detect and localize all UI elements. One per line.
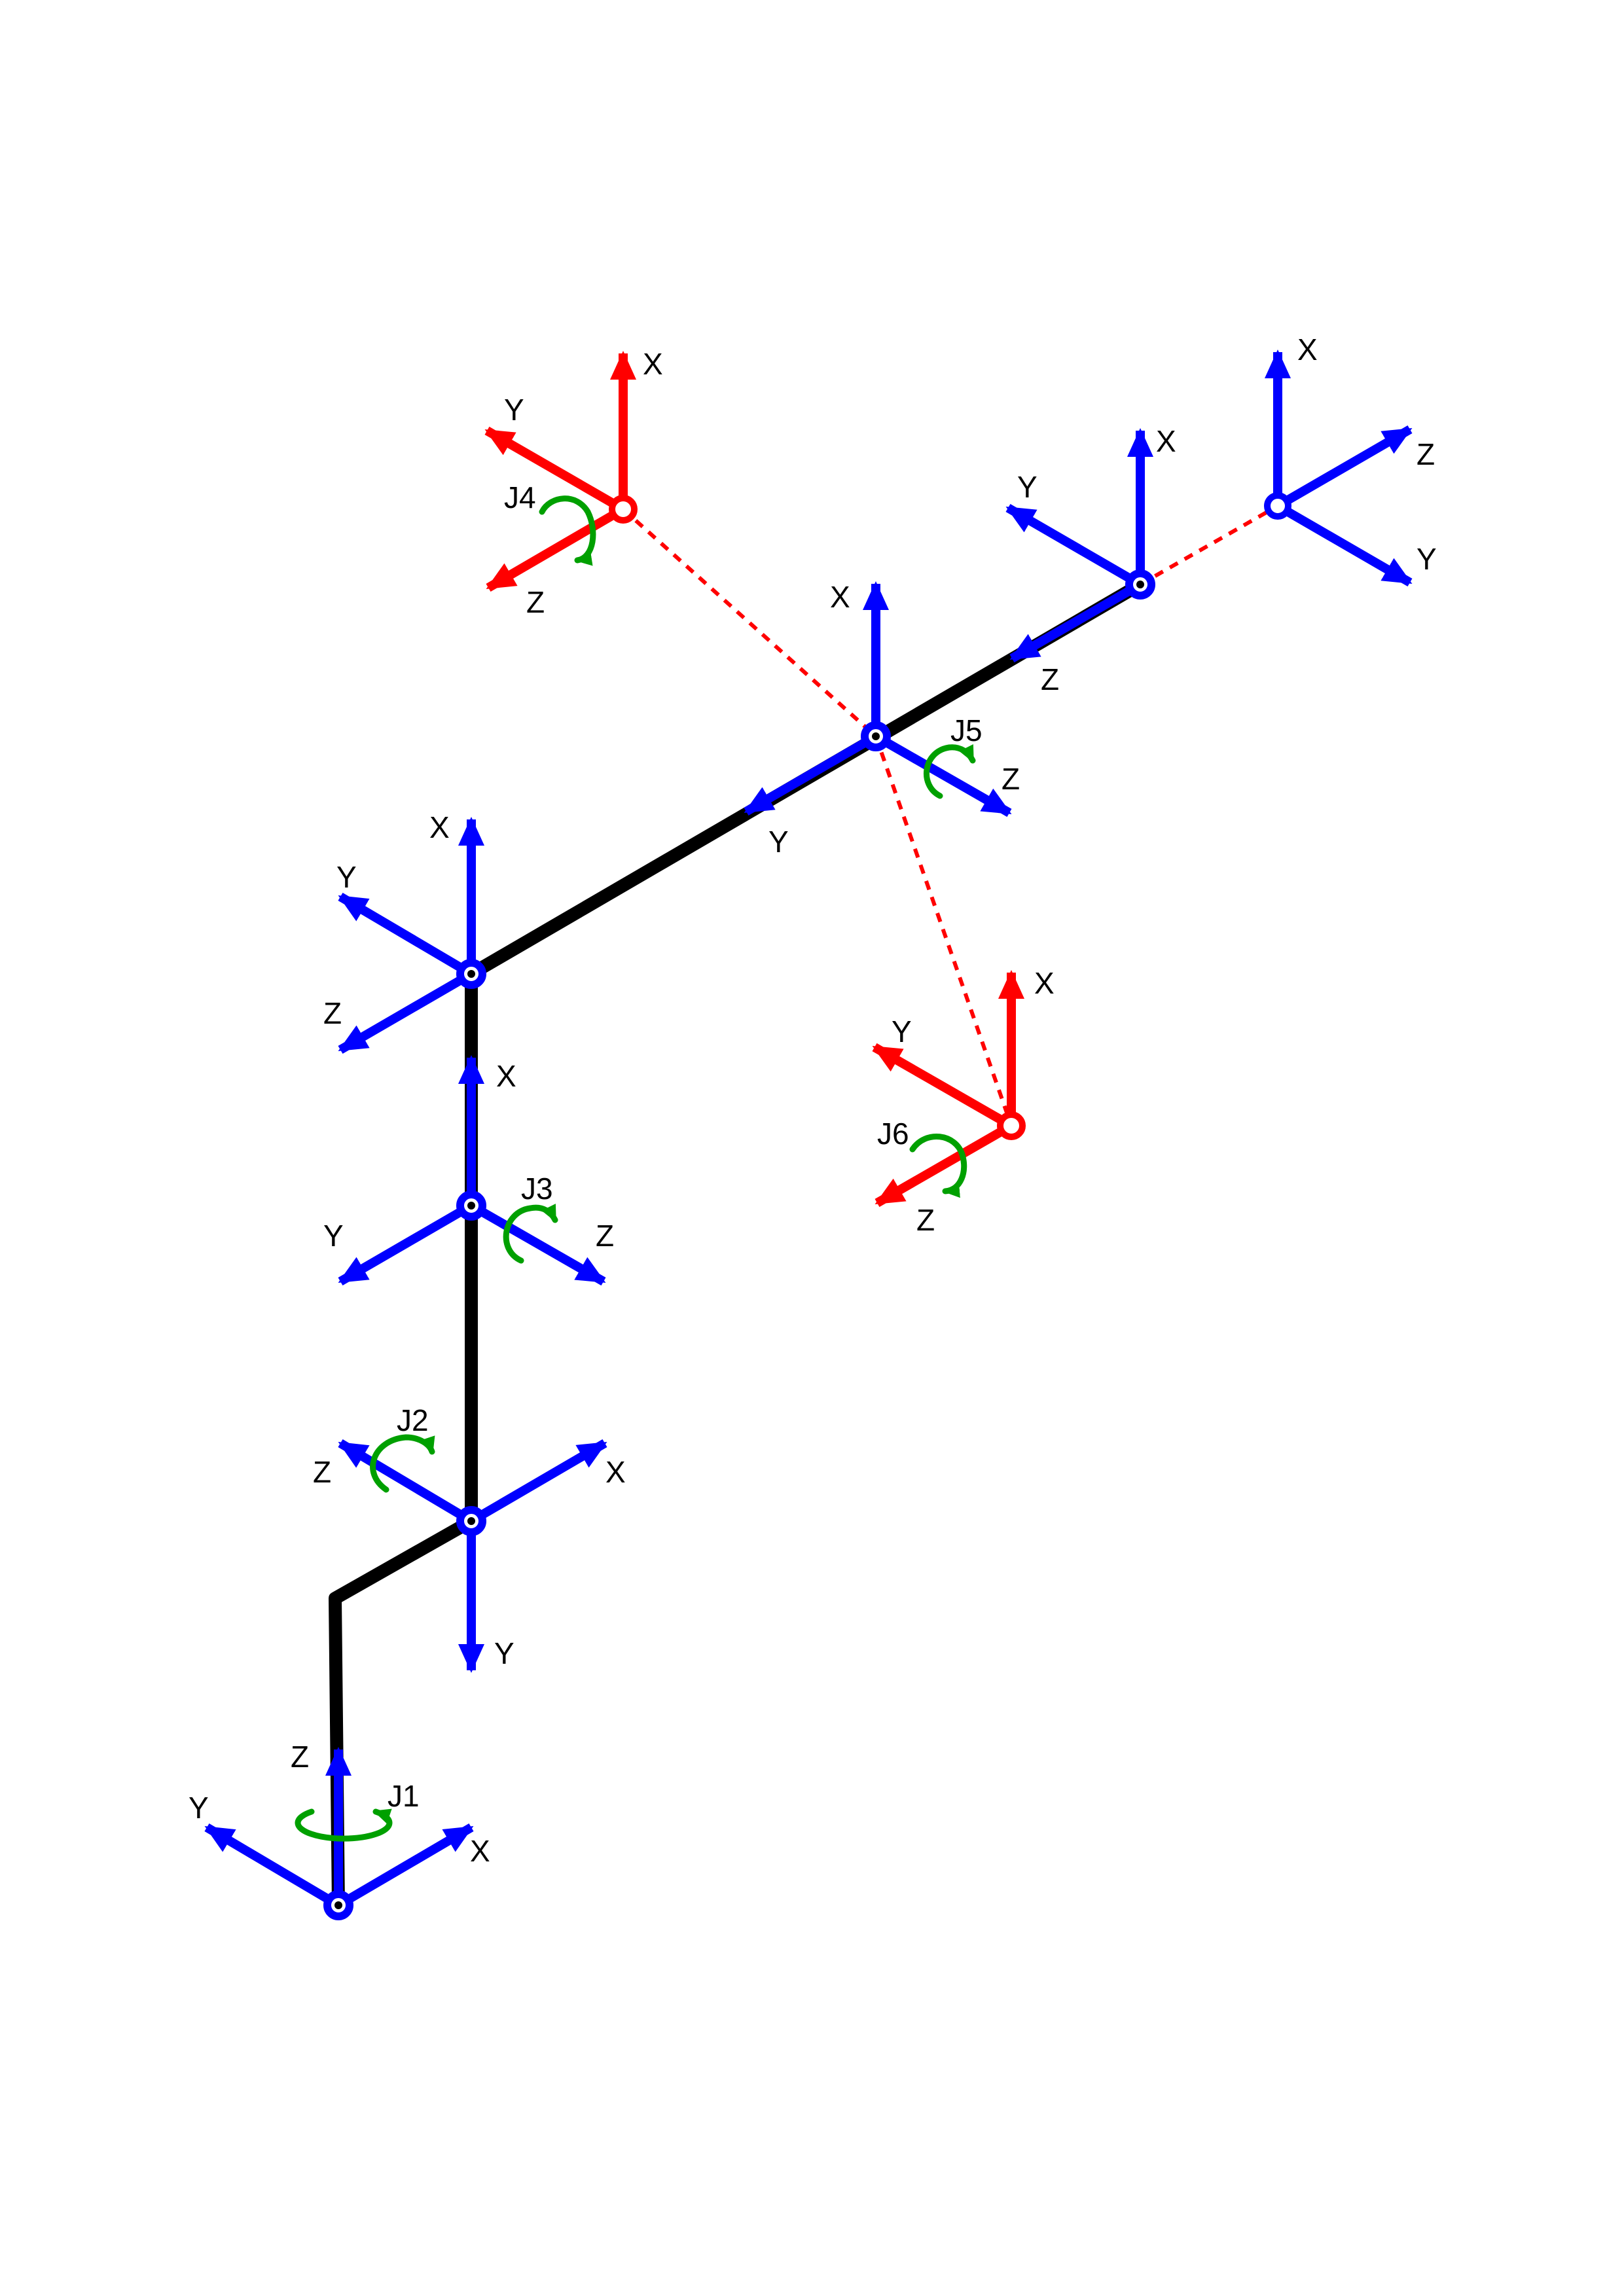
label-z-link-end: Z (1041, 662, 1059, 696)
axis-y-tool (1275, 501, 1413, 587)
label-z-base: Z (291, 1740, 309, 1774)
label-x-base: X (470, 1834, 490, 1868)
frame-joint5 (744, 581, 1012, 817)
label-x-joint3: X (496, 1059, 516, 1093)
joint-label-j2: J2 (397, 1403, 429, 1437)
frame-link-end (1005, 428, 1155, 663)
label-y-joint5: Y (768, 825, 789, 859)
offset-lines (621, 504, 1279, 1126)
offset-line-tool (1139, 504, 1279, 586)
frame-tool (1264, 350, 1413, 587)
origin-tool (1264, 492, 1291, 520)
label-x-tool: X (1297, 332, 1318, 367)
label-x-joint4-offset: X (643, 347, 663, 381)
joint-label-j5: J5 (950, 713, 983, 747)
label-z-joint6-offset: Z (916, 1203, 935, 1237)
label-y-link-end: Y (1017, 470, 1038, 504)
frame-joint3 (338, 1055, 606, 1286)
axis-x-base (336, 1823, 474, 1910)
origin-joint6-offset (997, 1111, 1026, 1140)
axis-z-elbow (338, 969, 474, 1054)
label-z-joint4-offset: Z (526, 585, 545, 619)
frame-joint4-offset (484, 351, 638, 592)
rotation-arrow-icon-j2 (370, 1434, 435, 1493)
offset-line-j6 (874, 736, 1013, 1126)
label-z-joint3: Z (596, 1219, 614, 1253)
joint-label-j6: J6 (877, 1117, 909, 1151)
link-base-column (329, 1515, 475, 1906)
label-y-joint4-offset: Y (504, 393, 524, 427)
axis-z-link-end (1009, 580, 1143, 663)
frame-joint2 (338, 1439, 607, 1673)
joint-label-j4: J4 (504, 480, 536, 514)
label-y-elbow: Y (336, 860, 357, 894)
axis-y-joint6-offset (872, 1043, 1014, 1130)
rotation-arrow-icon-j6 (909, 1133, 967, 1198)
label-x-joint2: X (605, 1455, 626, 1489)
label-y-joint2: Y (494, 1636, 514, 1670)
label-z-joint5: Z (1001, 762, 1020, 796)
axis-y-link-end (1005, 503, 1143, 589)
joint-rotations (295, 495, 976, 1842)
axis-y-base (204, 1823, 341, 1910)
frame-base (204, 1747, 474, 1920)
label-z-elbow: Z (323, 996, 342, 1030)
axis-z-joint5 (873, 732, 1012, 817)
axis-y-joint5 (744, 732, 878, 816)
label-x-link-end: X (1156, 424, 1176, 458)
joint-label-j3: J3 (521, 1172, 553, 1206)
axis-z-joint3 (469, 1201, 606, 1286)
rotation-arrow-icon-j1 (295, 1808, 393, 1842)
label-y-base: Y (189, 1791, 209, 1825)
axis-y-elbow (338, 892, 474, 978)
label-z-tool: Z (1416, 437, 1435, 471)
frame-elbow (338, 817, 486, 1054)
label-x-elbow: X (429, 810, 450, 844)
offset-line-j4 (621, 507, 878, 738)
label-z-joint2: Z (313, 1455, 331, 1489)
axis-y-joint3 (338, 1201, 474, 1286)
rotation-arrow-icon-j4 (539, 495, 596, 566)
axis-z-joint2 (338, 1439, 474, 1526)
joint-label-j1: J1 (388, 1779, 420, 1813)
axis-z-joint6-offset (875, 1121, 1014, 1208)
axis-y-joint4-offset (484, 426, 626, 514)
label-x-joint6-offset: X (1034, 966, 1055, 1000)
label-y-tool: Y (1416, 542, 1437, 576)
axis-z-joint4-offset (486, 505, 626, 592)
rotation-arrow-icon-j3 (503, 1203, 558, 1264)
rotation-arrow-icon-j5 (924, 744, 976, 799)
origin-joint4-offset (609, 495, 638, 524)
label-x-joint5: X (830, 580, 850, 614)
axis-z-tool (1275, 425, 1413, 511)
axis-x-joint2 (469, 1439, 607, 1526)
label-y-joint6-offset: Y (892, 1014, 912, 1049)
frame-joint6-offset (872, 970, 1026, 1208)
label-y-joint3: Y (323, 1219, 344, 1253)
